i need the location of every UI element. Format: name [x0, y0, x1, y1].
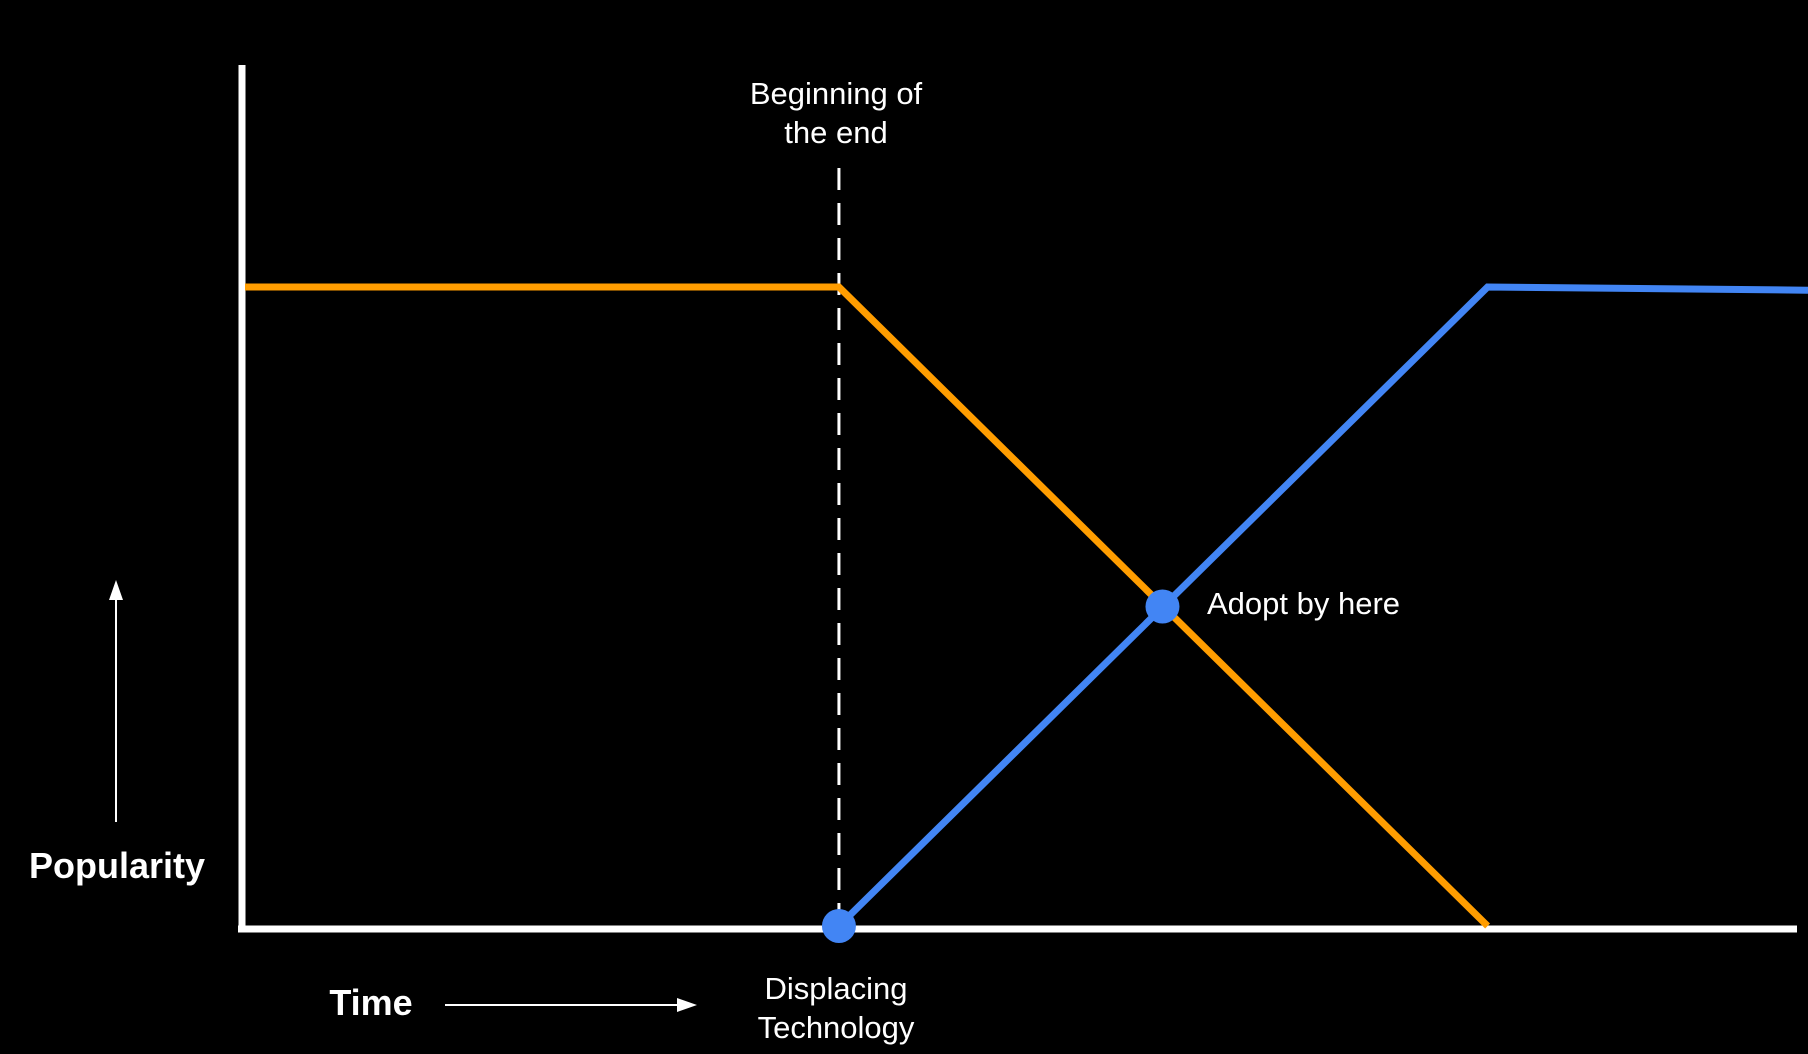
series-layer [245, 283, 1808, 929]
annotation-beginning-line2: the end [784, 115, 887, 150]
annotation-displacing-line1: Displacing [764, 971, 907, 1006]
x-arrow-head [677, 998, 697, 1012]
x-axis-label: Time [329, 982, 412, 1023]
annotation-beginning-line1: Beginning of [750, 76, 923, 111]
annotation-displacing-line2: Technology [758, 1010, 915, 1045]
series-line-1 [836, 283, 1808, 929]
axes [238, 65, 1797, 933]
y-arrow-head [109, 580, 123, 600]
annotation-adopt: Adopt by here [1207, 586, 1400, 621]
markers-layer [821, 589, 1180, 943]
y-axis-label: Popularity [29, 845, 205, 886]
marker-point-0 [821, 909, 856, 943]
series-line-0 [245, 283, 1491, 929]
marker-point-1 [1145, 589, 1180, 624]
